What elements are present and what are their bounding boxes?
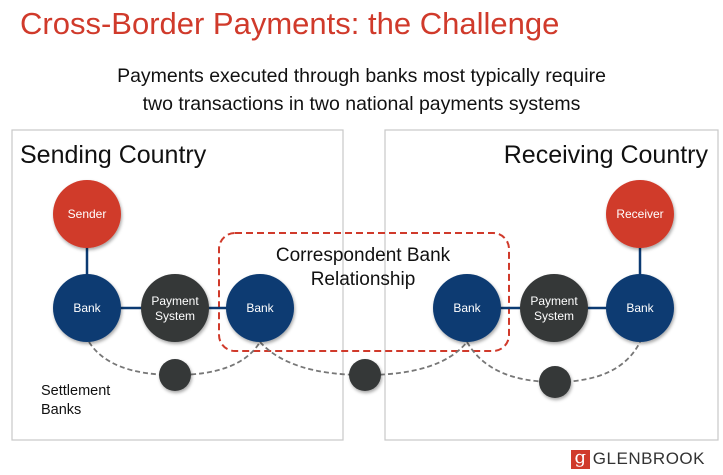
correspondent-relationship-box xyxy=(218,232,510,352)
bank-label: Bank xyxy=(246,301,274,315)
settlement-bank-node xyxy=(539,366,571,398)
payment-system-label-2: System xyxy=(155,309,195,323)
sender-node xyxy=(53,180,121,248)
correspondent-label-1: Correspondent Bank xyxy=(276,245,451,266)
subtitle: Payments executed through banks most typ… xyxy=(0,62,723,118)
bank-label: Bank xyxy=(73,301,101,315)
settlement-bank-node xyxy=(349,359,381,391)
sending-country-box xyxy=(11,129,344,441)
logo-text: GLENBROOK xyxy=(592,449,705,468)
receiving-bank-node xyxy=(606,274,674,342)
slide-title: Cross-Border Payments: the Challenge xyxy=(20,6,560,41)
correspondent-label-2: Relationship xyxy=(311,269,416,290)
subtitle-line-1: Payments executed through banks most typ… xyxy=(117,65,606,87)
receiving-payment-system-node xyxy=(520,274,588,342)
settlement-bank-node xyxy=(159,359,191,391)
receiver-label: Receiver xyxy=(616,207,663,221)
glenbrook-logo: g GLENBROOK xyxy=(570,448,705,469)
sending-bank-node xyxy=(53,274,121,342)
receiving-country-label: Receiving Country xyxy=(504,141,709,169)
subtitle-line-2: two transactions in two national payment… xyxy=(142,93,581,115)
settlement-label-2: Banks xyxy=(41,402,81,418)
receiving-country-box xyxy=(384,129,719,441)
receiving-correspondent-bank-node xyxy=(433,274,501,342)
sending-country-label: Sending Country xyxy=(20,141,207,169)
sending-payment-system-node xyxy=(141,274,209,342)
sender-label: Sender xyxy=(68,207,107,221)
receiver-node xyxy=(606,180,674,248)
settlement-label-1: Settlement xyxy=(41,383,110,399)
sending-correspondent-bank-node xyxy=(226,274,294,342)
payment-system-label-2: System xyxy=(534,309,574,323)
bank-label: Bank xyxy=(453,301,481,315)
payment-system-label-1: Payment xyxy=(530,294,578,308)
logo-g-icon: g xyxy=(570,448,590,469)
payment-system-label-1: Payment xyxy=(151,294,199,308)
bank-label: Bank xyxy=(626,301,654,315)
